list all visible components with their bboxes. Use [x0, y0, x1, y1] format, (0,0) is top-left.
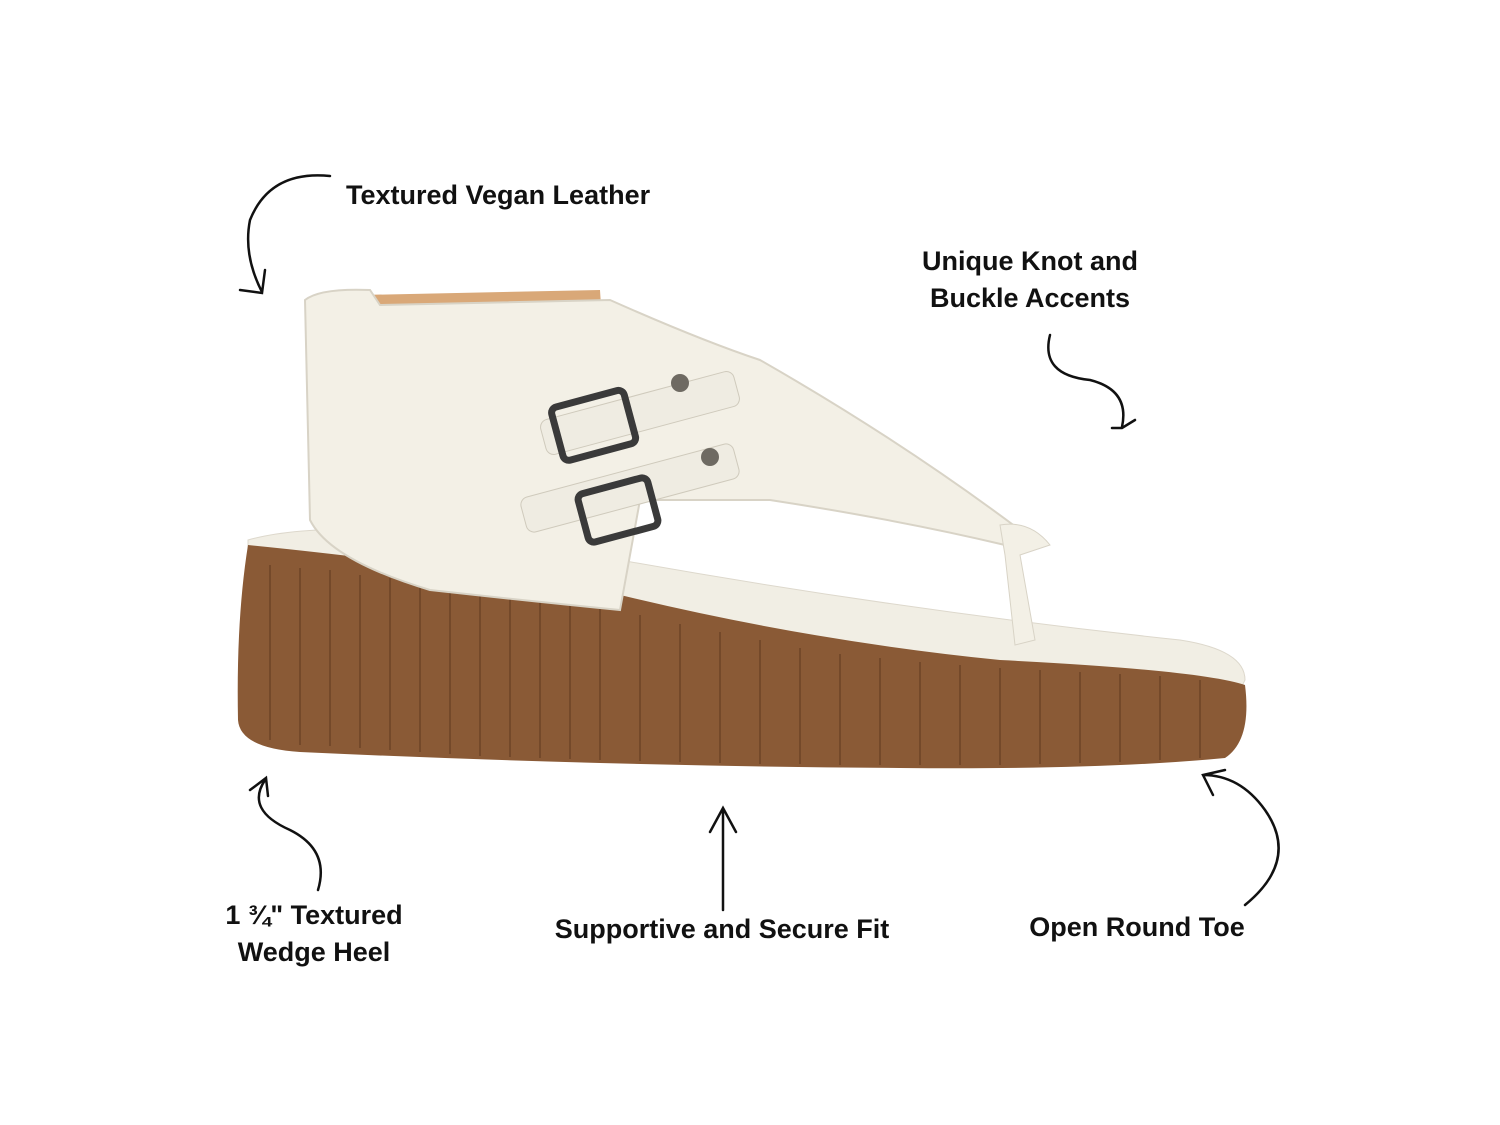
buckle-strap-top: [540, 371, 740, 455]
rivet-icon: [671, 374, 689, 392]
arrow-heel: [248, 775, 323, 892]
buckle-icon: [548, 386, 640, 464]
callout-heel-line1: 1 ¾" Textured: [225, 900, 403, 930]
sandal-toe-post: [999, 523, 1051, 646]
sandal-upper-strap: [303, 288, 1022, 612]
rivet-icon: [701, 448, 719, 466]
callout-accents: Unique Knot and Buckle Accents: [880, 243, 1180, 317]
buckle-strap-bottom: [520, 443, 740, 533]
sandal-wedge-sole: [237, 545, 1247, 769]
callout-accents-line2: Buckle Accents: [929, 283, 1131, 313]
callout-fit: Supportive and Secure Fit: [554, 914, 890, 944]
callout-heel: 1 ¾" Textured Wedge Heel: [164, 897, 464, 971]
arrow-toe: [1201, 768, 1280, 907]
arrow-leather: [238, 174, 332, 295]
arrow-accents: [1047, 333, 1137, 430]
callout-toe: Open Round Toe: [1029, 912, 1245, 942]
callout-leather: Textured Vegan Leather: [346, 180, 651, 210]
callout-heel-line2: Wedge Heel: [237, 937, 391, 967]
buckle-icon: [574, 474, 662, 546]
arrow-fit: [708, 805, 738, 912]
callout-accents-line1: Unique Knot and: [922, 246, 1138, 276]
sole-texture: [269, 565, 1201, 765]
